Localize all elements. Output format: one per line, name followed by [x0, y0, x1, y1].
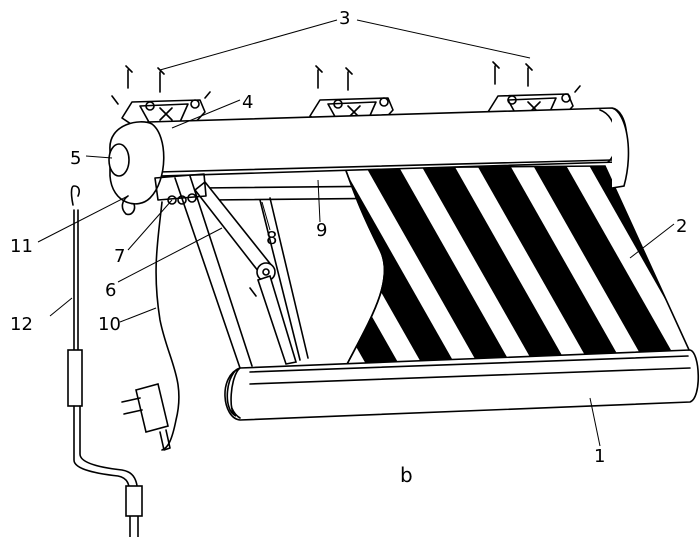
- front-bar: [224, 349, 700, 421]
- label-3: 3: [339, 8, 350, 29]
- label-5: 5: [70, 148, 81, 169]
- leader-lines: [37, 19, 675, 447]
- figure-caption: b: [400, 463, 413, 487]
- label-10: 10: [98, 314, 121, 335]
- label-1: 1: [594, 446, 605, 467]
- roller-housing: [147, 107, 630, 189]
- crank-rod: [67, 185, 143, 537]
- folding-arm: [193, 180, 298, 365]
- label-12: 12: [10, 314, 33, 335]
- label-4: 4: [242, 92, 253, 113]
- power-cable: [121, 201, 180, 451]
- label-2: 2: [676, 216, 687, 237]
- label-9: 9: [316, 220, 327, 241]
- label-7: 7: [114, 246, 125, 267]
- callout-labels: 3 4 5 11 7 8 9 6 2 10 12 1: [10, 8, 687, 467]
- label-11: 11: [10, 236, 33, 257]
- label-6: 6: [105, 280, 116, 301]
- label-8: 8: [266, 228, 277, 249]
- motor-end-cap: [108, 121, 207, 216]
- awning-fabric: [343, 165, 692, 369]
